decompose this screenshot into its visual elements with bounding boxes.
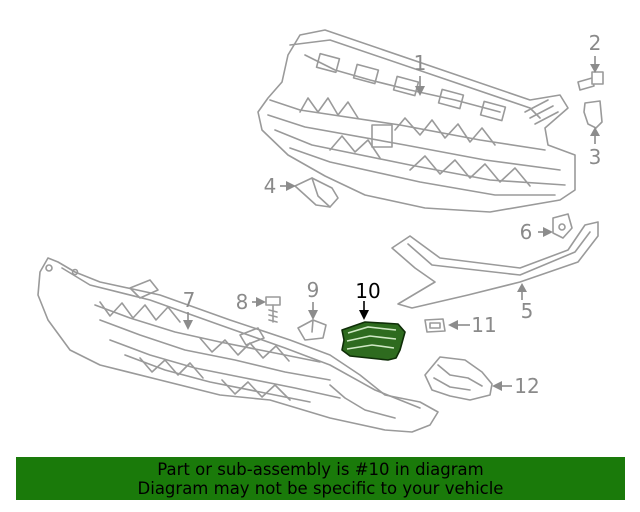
parts-diagram: 1 2 3 4 5 6 7 8 9 10 11 12 xyxy=(37,29,604,433)
part-4-bracket xyxy=(294,177,339,208)
callout-10: 10 xyxy=(355,279,380,303)
part-2-bolt xyxy=(577,71,604,91)
callout-4: 4 xyxy=(264,174,277,198)
callout-2: 2 xyxy=(589,31,602,55)
part-1-upper-grille xyxy=(257,29,576,213)
callout-8: 8 xyxy=(236,290,249,314)
callout-3: 3 xyxy=(589,145,602,169)
callout-5: 5 xyxy=(521,299,534,323)
callout-9: 9 xyxy=(307,278,320,302)
notice-line-2: Diagram may not be specific to your vehi… xyxy=(137,479,504,498)
part-5-molding xyxy=(391,221,599,309)
callout-1: 1 xyxy=(414,51,427,75)
part-12-deflector xyxy=(424,356,493,401)
callout-12: 12 xyxy=(514,374,539,398)
callout-leaders xyxy=(183,56,600,391)
notice-line-1: Part or sub-assembly is #10 in diagram xyxy=(157,460,484,479)
part-9-bracket xyxy=(297,319,327,341)
diagram-notice-banner: Part or sub-assembly is #10 in diagram D… xyxy=(16,457,625,500)
part-11-clip xyxy=(424,318,446,333)
part-8-screw xyxy=(265,296,281,323)
part-6-clip xyxy=(552,213,573,239)
callout-7: 7 xyxy=(183,288,196,312)
callout-6: 6 xyxy=(520,220,533,244)
callout-11: 11 xyxy=(471,313,496,337)
part-3-clip xyxy=(583,100,603,129)
part-10-highlighted xyxy=(341,321,406,361)
part-7-lower-grille xyxy=(37,257,439,433)
